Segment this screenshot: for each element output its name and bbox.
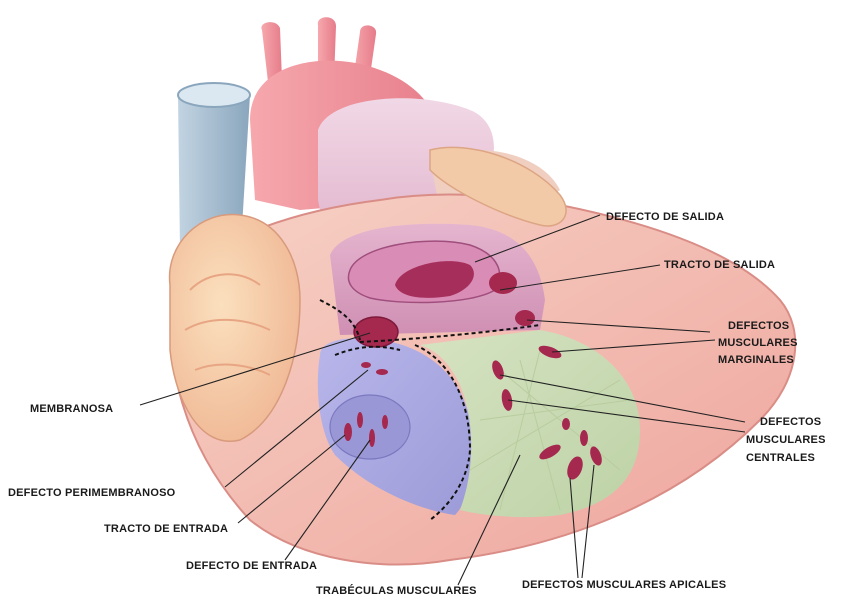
label-defectos-apicales: DEFECTOS MUSCULARES APICALES: [522, 579, 726, 591]
label-marginales-1: DEFECTOS: [728, 320, 789, 332]
label-tracto-salida: TRACTO DE SALIDA: [664, 259, 775, 271]
label-centrales-1: DEFECTOS: [760, 416, 821, 428]
label-perimembranoso: DEFECTO PERIMEMBRANOSO: [8, 487, 176, 499]
marginal-defect: [515, 310, 535, 326]
label-marginales-2: MUSCULARES: [718, 337, 798, 349]
label-membranosa: MEMBRANOSA: [30, 403, 113, 415]
label-centrales-2: MUSCULARES: [746, 434, 826, 446]
label-marginales-3: MARGINALES: [718, 354, 794, 366]
outlet-septum: [330, 224, 545, 335]
label-defecto-entrada: DEFECTO DE ENTRADA: [186, 560, 317, 572]
label-tracto-entrada: TRACTO DE ENTRADA: [104, 523, 228, 535]
label-centrales-3: CENTRALES: [746, 452, 815, 464]
label-trabeculas: TRABÉCULAS MUSCULARES: [316, 584, 477, 597]
label-defecto-salida: DEFECTO DE SALIDA: [606, 211, 724, 223]
